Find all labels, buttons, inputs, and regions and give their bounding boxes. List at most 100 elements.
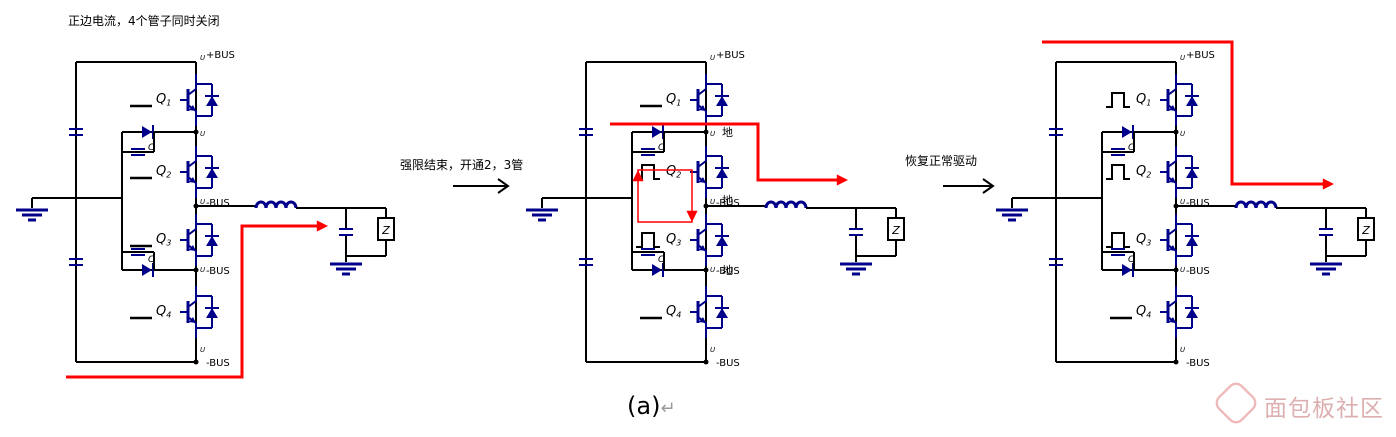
- step2-label: 恢复正常驱动: [905, 154, 978, 168]
- svg-text:Q4: Q4: [156, 304, 171, 320]
- arrow-head: [632, 170, 644, 182]
- igbt-arrow: [699, 105, 706, 111]
- svg-text:Q3: Q3: [666, 232, 681, 248]
- node-dot: [193, 129, 199, 135]
- svg-text:Q2: Q2: [666, 164, 681, 180]
- igbt-collector: [1167, 74, 1177, 96]
- diode-icon: [206, 308, 218, 318]
- inductor-coil: [764, 200, 808, 209]
- igbt-arrow: [189, 317, 196, 323]
- ground-icon: [1310, 262, 1342, 276]
- diode-icon: [206, 236, 218, 246]
- label-plus-bus: +BUS: [1186, 50, 1215, 61]
- diode-icon: [1186, 168, 1198, 178]
- igbt-collector: [1167, 214, 1177, 236]
- label-plus-bus: +BUS: [716, 50, 745, 61]
- label-C2: C: [1128, 255, 1135, 265]
- diode-icon: [716, 96, 728, 106]
- label-U4: U: [200, 346, 205, 354]
- label-ground: 地: [722, 194, 733, 207]
- igbt-Q1: [1160, 74, 1199, 126]
- label-Q1: Q1: [1136, 92, 1151, 108]
- dc-link-capacitor: [1049, 258, 1063, 266]
- node-dot: [193, 267, 199, 273]
- label-U-mid: U: [200, 198, 205, 206]
- watermark: 面包板社区: [1211, 378, 1389, 429]
- label-U4: U: [1180, 346, 1185, 354]
- node-dot: [1173, 129, 1179, 135]
- label-U1: U: [1180, 54, 1185, 62]
- clamp-diode-icon: [652, 126, 662, 138]
- igbt-collector: [697, 214, 707, 236]
- node-dot: [703, 129, 709, 135]
- igbt-collector: [697, 146, 707, 168]
- clamp-diode-icon: [652, 264, 662, 276]
- igbt-Q1: [690, 74, 729, 126]
- label-minus-bus: -BUS: [1186, 266, 1210, 277]
- diode-icon: [1186, 236, 1198, 246]
- diode-icon: [716, 308, 728, 318]
- label-Q3: Q3: [1136, 232, 1151, 248]
- label-U-mid: U: [1180, 198, 1185, 206]
- clamp-diode-icon: [1122, 126, 1132, 138]
- igbt-arrow: [699, 317, 706, 323]
- igbt-Q4: [690, 286, 729, 338]
- step1-label: 强限结束，开通2，3管: [400, 158, 524, 172]
- label-Q4: Q4: [1136, 304, 1151, 320]
- svg-text:Q4: Q4: [666, 304, 681, 320]
- ground-icon: [526, 208, 558, 222]
- igbt-arrow: [189, 105, 196, 111]
- igbt-arrow: [1169, 177, 1176, 183]
- label-plus-bus: +BUS: [206, 50, 235, 61]
- label-minus-bus: -BUS: [716, 266, 740, 277]
- igbt-arrow: [1169, 245, 1176, 251]
- svg-text:Q2: Q2: [1136, 164, 1151, 180]
- label-U2: U: [1180, 130, 1185, 138]
- ground-icon: [16, 208, 48, 222]
- clamp-capacitor: [131, 248, 145, 256]
- label-minus-bus-mid: -BUS: [716, 198, 740, 209]
- svg-text:Q1: Q1: [156, 92, 171, 108]
- igbt-Q2: [1160, 146, 1199, 198]
- return-mark: ↵: [660, 398, 676, 419]
- gate-pulse-icon: [1106, 232, 1130, 248]
- filter-capacitor: [339, 228, 353, 236]
- svg-text:Q2: Q2: [156, 164, 171, 180]
- igbt-arrow: [1169, 105, 1176, 111]
- figure-label: (a)↵: [627, 392, 676, 420]
- svg-text:Q1: Q1: [666, 92, 681, 108]
- igbt-Q2: [180, 146, 219, 198]
- label-U-mid: U: [710, 198, 715, 206]
- watermark-logo-icon: [1211, 378, 1261, 428]
- diode-icon: [206, 168, 218, 178]
- dc-link-capacitor: [69, 258, 83, 266]
- label-Q2: Q2: [1136, 164, 1151, 180]
- label-Q1: Q1: [156, 92, 171, 108]
- clamp-capacitor: [1111, 248, 1125, 256]
- igbt-collector: [1167, 286, 1177, 308]
- dc-link-capacitor: [579, 258, 593, 266]
- igbt-collector: [187, 214, 197, 236]
- dc-link-capacitor: [579, 128, 593, 136]
- arrow-head: [686, 210, 698, 222]
- label-minus-bus-mid: -BUS: [206, 198, 230, 209]
- label-load: Z: [1361, 224, 1370, 237]
- arrow-head: [316, 220, 328, 232]
- filter-capacitor: [1319, 228, 1333, 236]
- igbt-Q3: [690, 214, 729, 266]
- igbt-collector: [1167, 146, 1177, 168]
- filter-capacitor: [849, 228, 863, 236]
- label-C1: C: [658, 143, 665, 153]
- loop-current: [637, 169, 693, 223]
- inductor-coil: [254, 200, 298, 209]
- label-ground: 地: [722, 264, 733, 277]
- arrow-head: [982, 178, 995, 194]
- clamp-capacitor: [641, 248, 655, 256]
- ground-icon: [996, 208, 1028, 222]
- igbt-arrow: [189, 245, 196, 251]
- igbt-arrow: [189, 177, 196, 183]
